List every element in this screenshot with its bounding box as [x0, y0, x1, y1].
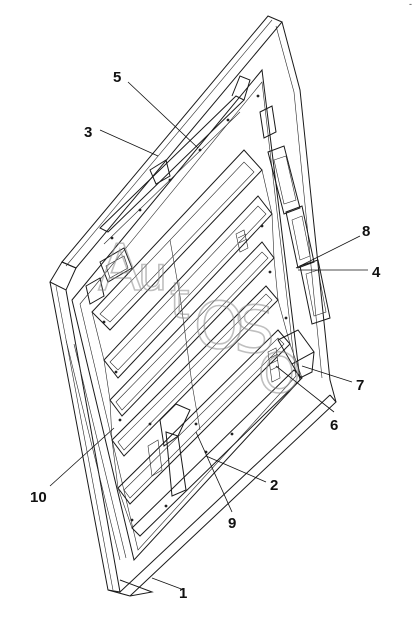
watermark-letter-5: S	[234, 294, 275, 368]
left-corner	[49, 261, 77, 291]
right-hinges	[267, 145, 331, 325]
callout-5: 5	[113, 69, 121, 86]
hinge-upper-inner	[273, 155, 297, 205]
callout-10: 10	[30, 489, 47, 506]
side-strip-2	[73, 343, 127, 559]
watermark: A u t O S O	[97, 231, 301, 406]
latch-grille	[267, 347, 281, 383]
left-upper-bracket	[85, 247, 133, 305]
leader-8	[295, 235, 361, 269]
right-edge	[281, 21, 337, 403]
watermark-letter-6: O	[258, 342, 301, 405]
corner-mark: -	[409, 0, 412, 9]
section-b-inner	[109, 205, 267, 371]
leader-lines	[49, 81, 368, 591]
latch-lever	[291, 351, 315, 379]
rail-tab	[149, 159, 171, 185]
callouts: 1 2 3 4 5 6 7 8 9 10	[30, 69, 381, 602]
left-edge-inner	[55, 285, 114, 591]
upper-grille	[235, 229, 249, 253]
leader-2	[205, 455, 267, 483]
hinge-middle-inner	[291, 215, 311, 261]
rim-inner-line	[79, 81, 297, 551]
callout-4: 4	[372, 264, 381, 281]
right-edge-inner	[275, 25, 323, 379]
top-rail	[99, 75, 277, 245]
section-d-inner	[117, 293, 273, 451]
leader-5	[127, 81, 199, 149]
top-rail-clip	[231, 75, 251, 101]
bottom-corner	[107, 579, 154, 597]
leader-6	[275, 365, 335, 413]
callout-6: 6	[330, 417, 338, 434]
callout-1: 1	[179, 585, 187, 602]
right-rib	[261, 169, 303, 379]
hinge-lower	[299, 259, 331, 325]
section-a-inner	[99, 161, 255, 323]
center-bracket	[147, 403, 191, 497]
leader-10	[49, 427, 115, 487]
left-rib	[91, 311, 133, 529]
watermark-letter-3: t	[170, 272, 190, 330]
hinge-upper	[267, 145, 301, 215]
hinge-middle	[285, 205, 315, 269]
leader-7	[301, 365, 353, 383]
center-bracket-top	[159, 403, 191, 447]
callout-7: 7	[356, 377, 364, 394]
left-bracket-tab	[85, 277, 105, 305]
watermark-letter-1: A	[98, 232, 142, 306]
callout-8: 8	[362, 223, 370, 240]
section-e-inner	[123, 337, 285, 499]
middle-rib	[169, 239, 201, 431]
leader-3	[99, 129, 159, 157]
hinge-lower-inner	[305, 269, 327, 317]
left-edge	[49, 281, 121, 593]
watermark-letter-4: O	[194, 290, 244, 364]
outer-frame	[49, 15, 337, 597]
upper-right-bracket	[259, 105, 277, 139]
center-bracket-plate	[147, 439, 163, 477]
rivet-holes	[102, 94, 288, 522]
callout-9: 9	[228, 515, 236, 532]
callout-3: 3	[84, 124, 92, 141]
watermark-letter-2: u	[138, 247, 167, 301]
top-lip	[61, 15, 283, 269]
top-lip-edge	[65, 19, 273, 267]
top-rail-line	[103, 111, 241, 245]
vertical-ribs	[91, 169, 303, 529]
bottom-edge	[119, 394, 331, 593]
latch-assembly	[267, 329, 315, 383]
section-c-inner	[115, 251, 269, 411]
leader-1	[151, 577, 185, 591]
left-bracket-body	[99, 247, 133, 283]
side-strip	[65, 339, 121, 561]
center-bracket-arm	[165, 431, 187, 497]
callout-2: 2	[270, 477, 278, 494]
left-bracket-inner	[105, 255, 129, 279]
leader-9	[195, 431, 233, 513]
